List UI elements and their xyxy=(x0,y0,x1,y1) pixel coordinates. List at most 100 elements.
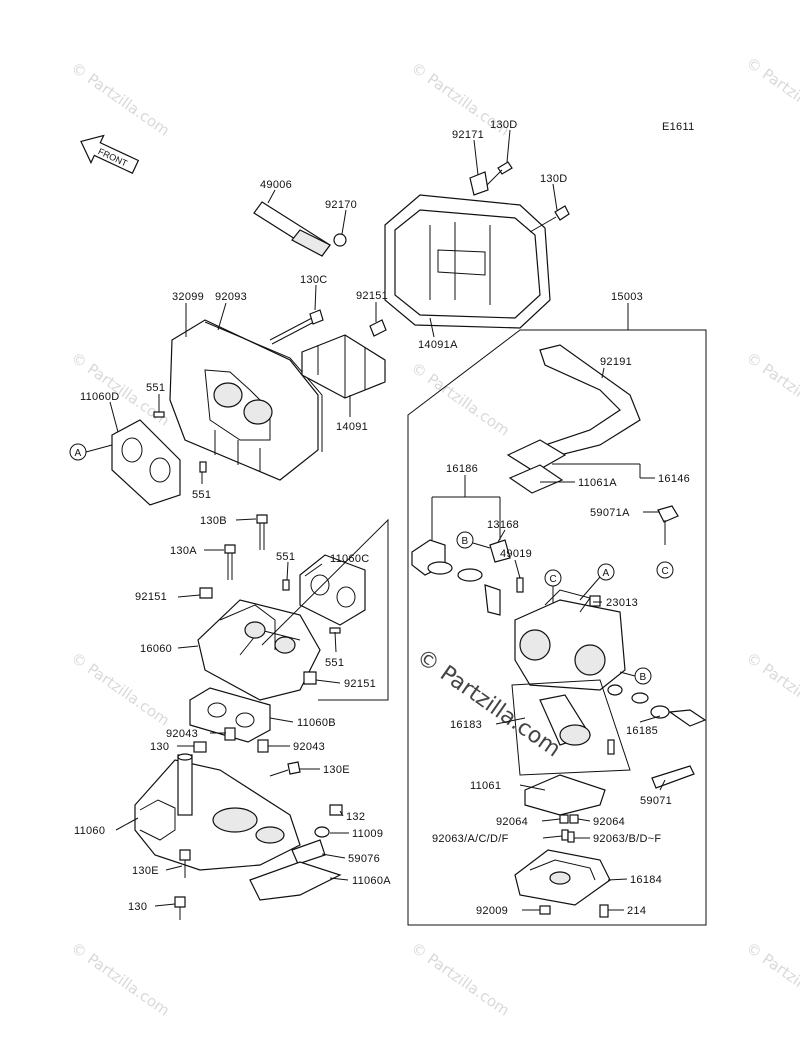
label-15003: 15003 xyxy=(611,291,643,303)
jet-92063 xyxy=(561,829,575,843)
label-16186: 16186 xyxy=(446,463,478,475)
label-92043-a: 92043 xyxy=(166,728,198,740)
bolt-130-b xyxy=(174,896,186,920)
clamp-92170 xyxy=(333,233,347,247)
label-92171: 92171 xyxy=(452,129,484,141)
callouts: A B C C A B xyxy=(69,443,674,685)
float-16183 xyxy=(511,679,631,776)
watermark: © Partzilla.com xyxy=(743,54,800,135)
label-551-a: 551 xyxy=(146,382,165,394)
callout-C-mid: C xyxy=(544,569,562,603)
label-14091A: 14091A xyxy=(418,339,458,351)
label-11060C: 11060C xyxy=(330,553,370,565)
screw-92009 xyxy=(539,905,551,915)
air-box-base-32099 xyxy=(169,319,319,481)
label-16184: 16184 xyxy=(630,874,662,886)
label-92151-low: 92151 xyxy=(344,678,376,690)
label-130-b: 130 xyxy=(128,901,147,913)
jet-92064 xyxy=(559,814,579,824)
label-130A: 130A xyxy=(170,545,197,557)
label-551-b: 551 xyxy=(192,489,211,501)
label-92064-a: 92064 xyxy=(496,816,528,828)
svg-text:C: C xyxy=(662,566,669,577)
label-23013: 23013 xyxy=(606,597,638,609)
pin-551-b xyxy=(199,461,207,473)
label-11061: 11061 xyxy=(470,780,501,792)
label-11009: 11009 xyxy=(352,828,383,840)
label-130C: 130C xyxy=(300,274,328,286)
clamp-92171 xyxy=(469,171,489,196)
gasket-11061A xyxy=(508,464,564,494)
label-130: 130 xyxy=(150,741,169,753)
label-92043-b: 92043 xyxy=(293,741,325,753)
label-59076: 59076 xyxy=(348,853,380,865)
svg-text:A: A xyxy=(603,568,610,579)
gasket-11060A xyxy=(249,861,342,901)
bolt-92151-low xyxy=(303,671,317,685)
svg-text:B: B xyxy=(462,536,469,547)
watermark: © Partzilla.com xyxy=(408,359,513,440)
label-59071A: 59071A xyxy=(590,507,630,519)
assembly-frame-15003 xyxy=(407,329,707,926)
callout-C-top: C xyxy=(656,561,674,579)
connector-lines xyxy=(261,518,389,701)
gasket-11061 xyxy=(524,774,606,816)
cover-16146 xyxy=(506,439,567,473)
plenum-11060 xyxy=(134,753,301,871)
label-551-c: 551 xyxy=(276,551,295,563)
label-16183: 16183 xyxy=(450,719,482,731)
label-16185: 16185 xyxy=(626,725,658,737)
callout-A-right: A xyxy=(579,563,615,601)
fitting-59071 xyxy=(651,765,695,789)
watermark: © Partzilla.com xyxy=(743,939,800,1020)
label-92063-b: 92063/B/D~F xyxy=(593,833,661,845)
hose-49006 xyxy=(253,201,331,257)
svg-text:B: B xyxy=(640,672,647,683)
air-box-cover xyxy=(384,194,551,329)
label-130D-b: 130D xyxy=(540,173,568,185)
watermark: © Partzilla.com xyxy=(68,939,173,1020)
collar-92043-a xyxy=(224,727,236,741)
label-11060A: 11060A xyxy=(352,875,391,887)
cover-14091 xyxy=(301,334,386,399)
part-labels: 130D 92171 130D 49006 92170 130C 92151 3… xyxy=(74,119,690,917)
bolt-130D-b xyxy=(529,205,570,233)
label-92170: 92170 xyxy=(325,199,357,211)
callout-A-left: A xyxy=(69,443,113,461)
lever-13168 xyxy=(489,539,511,563)
oring-11009 xyxy=(314,826,330,838)
front-arrow-icon: FRONT xyxy=(80,134,140,174)
collar-92043-b xyxy=(257,739,269,753)
label-11061A: 11061A xyxy=(578,477,617,489)
pin-551-a xyxy=(153,411,165,418)
label-92063-a: 92063/A/C/D/F xyxy=(432,833,509,845)
label-92009: 92009 xyxy=(476,905,508,917)
label-551-d: 551 xyxy=(325,657,344,669)
gasket-11060D xyxy=(111,419,181,506)
intake-16060 xyxy=(197,599,321,701)
callout-B-top: B xyxy=(456,531,491,549)
bolt-130E-a xyxy=(269,761,301,777)
label-130D-a: 130D xyxy=(490,119,518,131)
label-11060D: 11060D xyxy=(80,391,120,403)
label-13168: 13168 xyxy=(487,519,519,531)
callout-B-right: B xyxy=(619,667,652,685)
bolt-92151-mid xyxy=(199,587,213,599)
bolt-130B xyxy=(256,514,268,550)
bolt-130E-b xyxy=(179,849,191,878)
float-bowl-16184 xyxy=(514,849,611,906)
label-92093: 92093 xyxy=(215,291,247,303)
bolt-130C xyxy=(269,309,324,345)
label-11060B: 11060B xyxy=(297,717,336,729)
label-59071: 59071 xyxy=(640,795,672,807)
diagram-code: E1611 xyxy=(662,121,695,133)
screw-23013 xyxy=(589,595,601,607)
label-49006: 49006 xyxy=(260,179,292,191)
label-11060: 11060 xyxy=(74,825,105,837)
leader-lines xyxy=(109,129,666,911)
label-32099: 32099 xyxy=(172,291,204,303)
gasket-11060C xyxy=(299,554,366,626)
label-14091: 14091 xyxy=(336,421,368,433)
svg-text:C: C xyxy=(550,574,557,585)
